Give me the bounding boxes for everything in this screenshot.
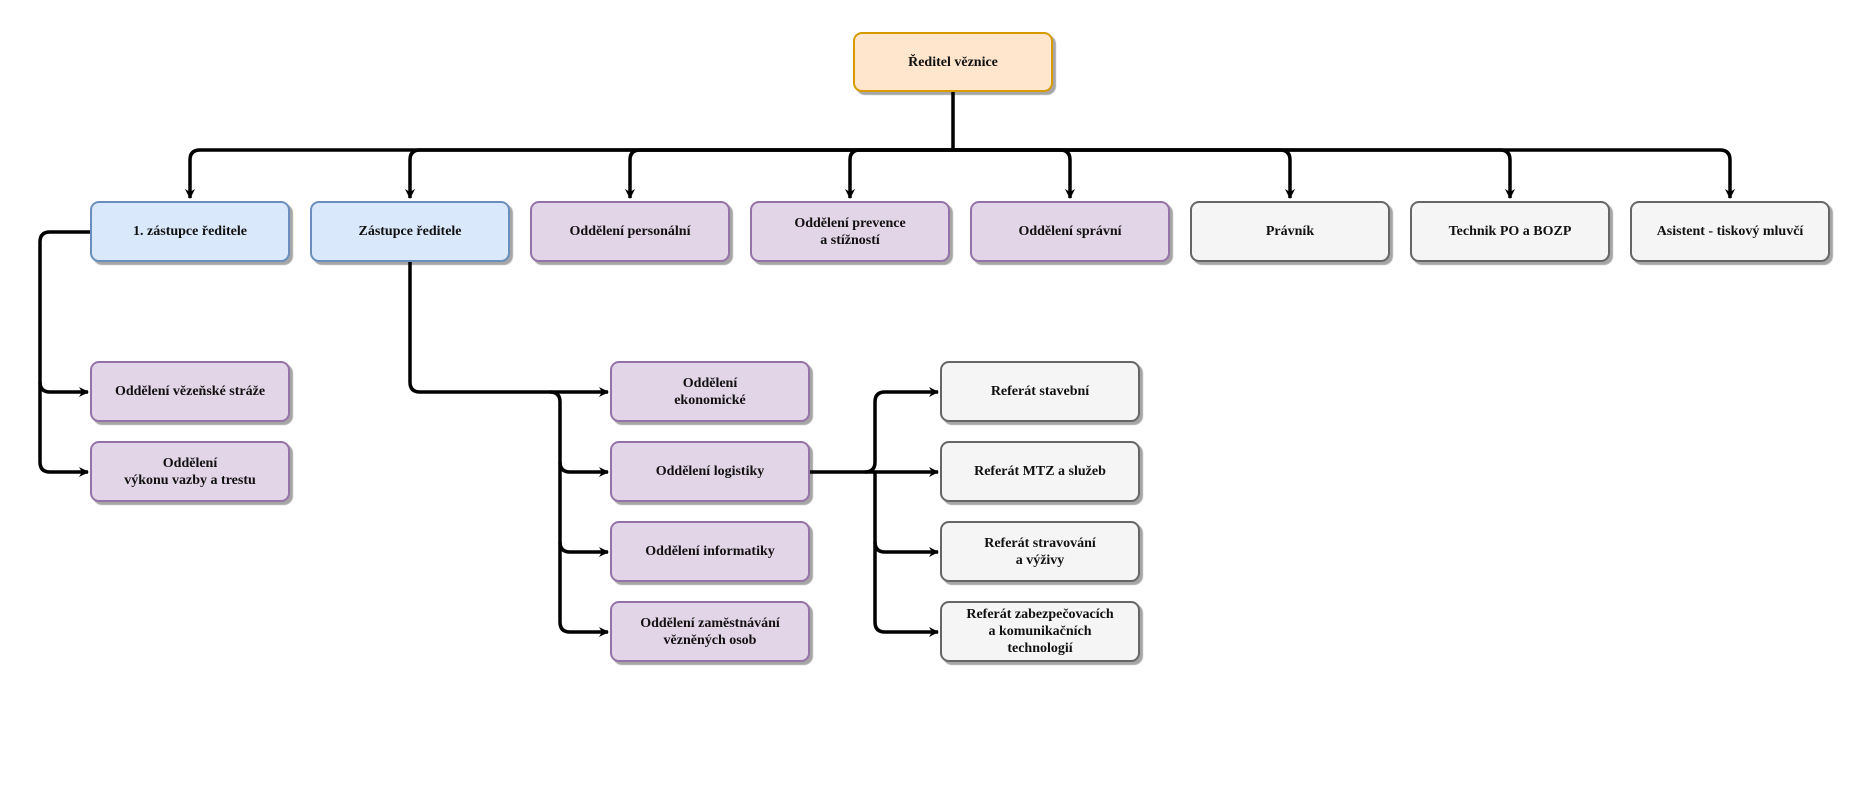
connector-root-to-first-deputy: [185, 148, 953, 199]
connector-root-to-deputy: [405, 148, 953, 199]
connector-deputy-to-employment: [558, 542, 609, 637]
connector-logistics-to-security-tech: [873, 542, 939, 637]
connector-root-to-technician: [953, 148, 1515, 199]
node-prevention-complaints-department[interactable]: Oddělení prevence a stížností: [750, 201, 950, 262]
connector-root-to-prevention: [845, 148, 953, 199]
connector-deputy-to-economic: [408, 262, 609, 397]
node-deputy-director[interactable]: Zástupce ředitele: [310, 201, 510, 262]
node-logistics-department[interactable]: Oddělení logistiky: [610, 441, 810, 502]
node-security-communication-tech-unit[interactable]: Referát zabezpečovacích a komunikačních …: [940, 601, 1140, 662]
node-assistant-press-spokesperson[interactable]: Asistent - tiskový mluvčí: [1630, 201, 1830, 262]
node-construction-unit[interactable]: Referát stavební: [940, 361, 1140, 422]
connector-first-deputy-to-guard: [38, 230, 90, 397]
node-inmate-employment-department[interactable]: Oddělení zaměstnávání vězněných osob: [610, 601, 810, 662]
node-it-department[interactable]: Oddělení informatiky: [610, 521, 810, 582]
node-prison-director[interactable]: Ředitel věznice: [853, 32, 1053, 92]
connector-first-deputy-to-custody: [38, 382, 89, 477]
node-custody-sentence-department[interactable]: Oddělení výkonu vazby a trestu: [90, 441, 290, 502]
node-prison-guard-department[interactable]: Oddělení vězeňské stráže: [90, 361, 290, 422]
node-catering-nutrition-unit[interactable]: Referát stravování a výživy: [940, 521, 1140, 582]
connector-logistics-to-catering: [873, 472, 939, 557]
node-personnel-department[interactable]: Oddělení personální: [530, 201, 730, 262]
node-fire-safety-technician[interactable]: Technik PO a BOZP: [1410, 201, 1610, 262]
node-lawyer[interactable]: Právník: [1190, 201, 1390, 262]
node-mtz-services-unit[interactable]: Referát MTZ a služeb: [940, 441, 1140, 502]
node-first-deputy-director[interactable]: 1. zástupce ředitele: [90, 201, 290, 262]
connector-root-to-personnel: [625, 148, 953, 199]
connector-root-to-lawyer: [953, 148, 1295, 199]
connector-logistics-to-construction: [810, 387, 939, 474]
connector-deputy-to-logistics: [549, 390, 609, 477]
connector-root-to-assistant: [953, 148, 1735, 199]
node-economic-department[interactable]: Oddělení ekonomické: [610, 361, 810, 422]
node-administrative-department[interactable]: Oddělení správní: [970, 201, 1170, 262]
connector-root-to-admin: [953, 148, 1075, 199]
connector-deputy-to-it: [558, 462, 609, 557]
